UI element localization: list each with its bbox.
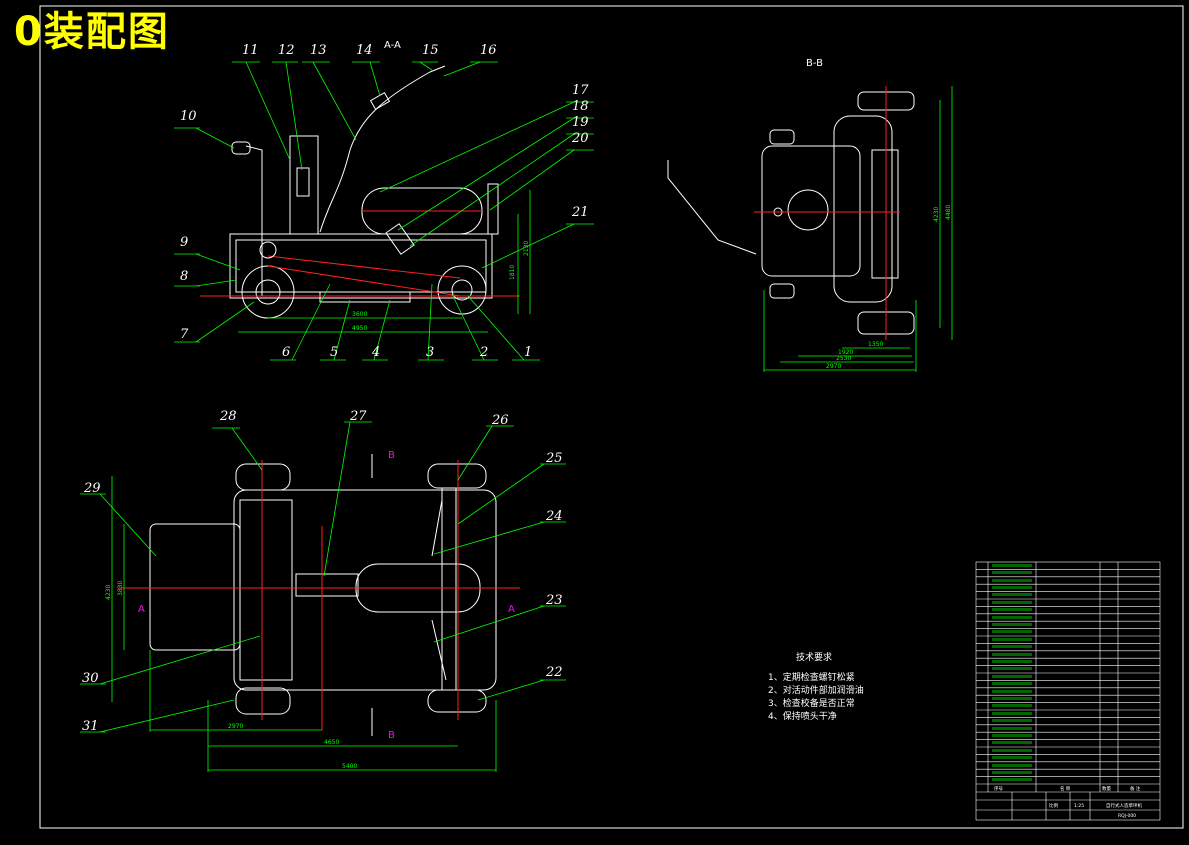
dim-plan-w2: 4650 — [324, 739, 339, 746]
dim-bb-h1: 4230 — [933, 207, 940, 222]
title-block: 序号 名 称 数量 备 注 比例 1:25 自行式人造草坪机 RQJ-000 — [975, 561, 1161, 821]
plan-view: A A B B 4230 3830 2970 4650 5400 — [80, 409, 566, 772]
tech-req-item: 1、定期检查螺钉松紧 — [768, 671, 855, 683]
part-number-8: 8 — [180, 269, 188, 284]
section-marker-b-bottom: B — [388, 730, 395, 741]
section-label-bb: B-B — [806, 58, 823, 69]
part-number-15: 15 — [422, 43, 439, 58]
part-number-26: 26 — [491, 413, 509, 428]
part-number-27: 27 — [349, 409, 367, 424]
title-block-drawing-name: 自行式人造草坪机 — [1106, 802, 1142, 809]
technical-requirements: 技术要求 1、定期检查螺钉松紧 2、对活动件部加润滑油 3、检查校备是否正常 4… — [768, 651, 864, 722]
part-number-12: 12 — [278, 43, 295, 58]
part-number-19: 19 — [572, 115, 589, 130]
part-number-7: 7 — [180, 327, 189, 342]
dim-side-h1: 1810 — [509, 265, 516, 280]
dim-plan-h2: 3830 — [117, 581, 124, 596]
side-view: A-A 3600 4950 1810 — [174, 40, 594, 361]
part-number-3: 3 — [426, 345, 434, 360]
dim-bb-w1: 1350 — [868, 341, 883, 348]
dim-side-h2: 2130 — [523, 241, 530, 256]
part-number-1: 1 — [524, 345, 532, 360]
section-bb-view: B-B 4230 4480 1350 1920 2530 2970 — [667, 58, 953, 372]
section-marker-b-top: B — [388, 450, 395, 461]
sheet-border — [39, 5, 1184, 829]
part-number-22: 22 — [545, 665, 563, 680]
part-number-13: 13 — [310, 43, 327, 58]
part-number-18: 18 — [572, 99, 589, 114]
dim-side-total: 4950 — [352, 325, 367, 332]
title-block-header-qty: 数量 — [1102, 785, 1111, 792]
dim-side-length: 3600 — [352, 311, 367, 318]
part-number-16: 16 — [480, 43, 497, 58]
part-number-21: 21 — [571, 205, 589, 220]
dim-bb-w2: 1920 — [838, 349, 853, 356]
part-number-14: 14 — [356, 43, 373, 58]
section-marker-a-left: A — [138, 604, 145, 615]
title-block-header-index: 序号 — [994, 785, 1003, 792]
dim-bb-w4: 2970 — [826, 363, 841, 370]
title-block-header-name: 名 称 — [1060, 785, 1071, 792]
part-number-10: 10 — [180, 109, 197, 124]
part-number-30: 30 — [82, 671, 99, 686]
part-number-5: 5 — [330, 345, 338, 360]
part-number-25: 25 — [545, 451, 563, 466]
drawing-title: 0装配图 — [14, 9, 170, 55]
part-number-23: 23 — [545, 593, 563, 608]
part-number-31: 31 — [82, 719, 99, 734]
dim-plan-w3: 5400 — [342, 763, 357, 770]
part-number-17: 17 — [572, 83, 589, 98]
section-marker-a-right: A — [508, 604, 515, 615]
section-label-aa: A-A — [384, 40, 401, 51]
dim-bb-w3: 2530 — [836, 355, 851, 362]
part-number-6: 6 — [282, 345, 290, 360]
dim-plan-h1: 4230 — [105, 585, 112, 600]
tech-req-heading: 技术要求 — [796, 651, 832, 663]
part-number-20: 20 — [571, 131, 589, 146]
tech-req-item: 3、检查校备是否正常 — [768, 697, 855, 709]
tech-req-item: 2、对活动件部加润滑油 — [768, 684, 864, 696]
part-number-28: 28 — [219, 409, 237, 424]
title-block-header-note: 备 注 — [1130, 785, 1141, 792]
dim-bb-h2: 4480 — [945, 205, 952, 220]
part-number-11: 11 — [242, 43, 259, 58]
part-number-24: 24 — [545, 509, 563, 524]
part-number-29: 29 — [83, 481, 101, 496]
part-number-9: 9 — [180, 235, 188, 250]
title-block-scale-label: 比例 — [1049, 802, 1058, 809]
part-number-2: 2 — [479, 345, 488, 360]
tech-req-item: 4、保持喷头干净 — [768, 710, 837, 722]
title-block-drawing-code: RQJ-000 — [1118, 813, 1136, 819]
dim-plan-w1: 2970 — [228, 723, 243, 730]
title-block-scale-value: 1:25 — [1074, 803, 1084, 809]
part-number-4: 4 — [371, 345, 380, 360]
